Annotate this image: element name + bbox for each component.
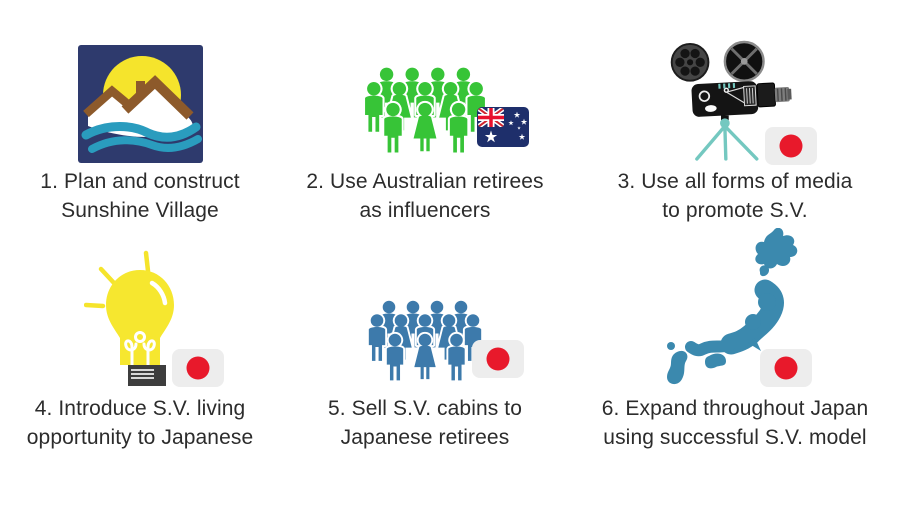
step-3-card: 3. Use all forms of media to promote S.V…: [585, 20, 885, 225]
step-1-icon-area: [0, 20, 280, 163]
japan-flag-icon: [172, 349, 224, 387]
japan-flag-icon: [472, 340, 524, 378]
step-4-caption: 4. Introduce S.V. living opportunity to …: [0, 394, 280, 452]
step-5-card: 5. Sell S.V. cabins to Japanese retirees: [285, 240, 565, 452]
japan-flag-icon: [765, 127, 817, 165]
step-4-icon-area: [0, 240, 280, 390]
step-5-caption: 5. Sell S.V. cabins to Japanese retirees: [285, 394, 565, 452]
step-3-caption: 3. Use all forms of media to promote S.V…: [585, 167, 885, 225]
step-2-card: 2. Use Australian retirees as influencer…: [285, 20, 565, 225]
film-reel-right: [723, 40, 765, 82]
step-5-line2: Japanese retirees: [340, 426, 510, 449]
film-reel-left: [670, 42, 709, 82]
step-6-line1: 6. Expand throughout Japan: [601, 397, 869, 420]
step-1-line1: 1. Plan and construct: [40, 170, 240, 193]
step-1-caption: 1. Plan and construct Sunshine Village: [0, 167, 280, 225]
step-5-icon-area: [285, 240, 565, 390]
step-5-line1: 5. Sell S.V. cabins to: [327, 397, 523, 420]
step-3-line2: to promote S.V.: [662, 199, 808, 222]
japan-map-icon: [666, 228, 797, 385]
australia-flag-icon: [477, 107, 529, 147]
step-6-caption: 6. Expand throughout Japan using success…: [585, 394, 885, 452]
step-1-card: 1. Plan and construct Sunshine Village: [0, 20, 280, 225]
step-3-line1: 3. Use all forms of media: [617, 170, 853, 193]
union-jack: [478, 108, 504, 127]
step-2-icon-area: [285, 20, 565, 163]
step-1-line2: Sunshine Village: [61, 199, 219, 222]
step-3-icon-area: [585, 20, 885, 165]
step-6-card: 6. Expand throughout Japan using success…: [585, 228, 885, 452]
filament: [124, 331, 156, 367]
step-2-line1: 2. Use Australian retirees: [306, 170, 544, 193]
step-4-line2: opportunity to Japanese: [26, 426, 254, 449]
sunshine-village-logo-icon: [77, 45, 203, 163]
lightbulb-icon: [84, 250, 174, 386]
movie-camera-icon: [670, 40, 792, 161]
step-2-caption: 2. Use Australian retirees as influencer…: [285, 167, 565, 225]
step-2-line2: as influencers: [359, 199, 491, 222]
step-6-icon-area: [585, 228, 885, 390]
camera-body: [691, 81, 792, 117]
step-4-line1: 4. Introduce S.V. living: [34, 397, 246, 420]
step-6-line2: using successful S.V. model: [603, 426, 867, 449]
step-4-card: 4. Introduce S.V. living opportunity to …: [0, 240, 280, 452]
japan-flag-icon: [760, 349, 812, 387]
